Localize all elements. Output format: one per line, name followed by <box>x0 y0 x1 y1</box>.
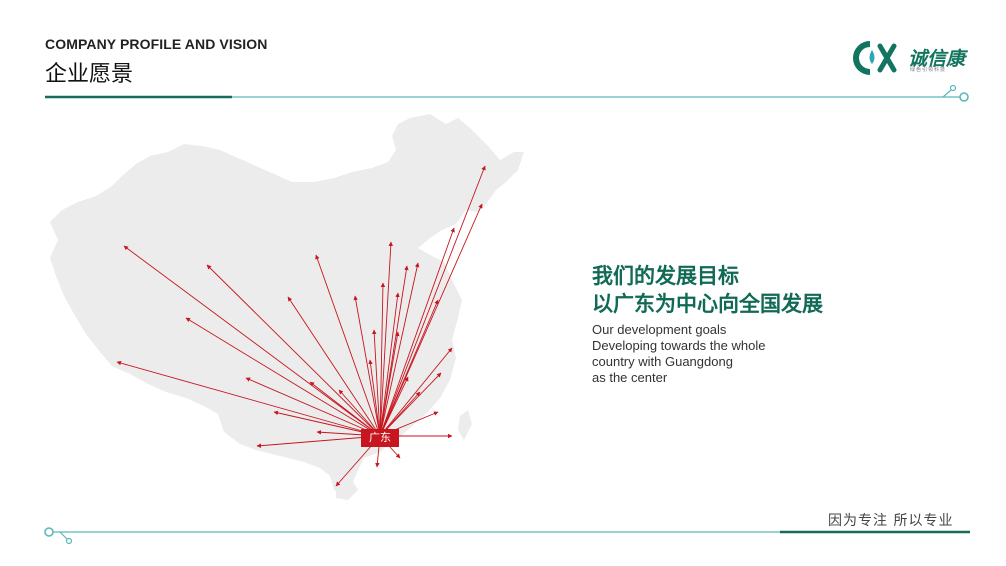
map-arrow <box>245 377 381 437</box>
map-arrow <box>379 262 420 437</box>
map-arrow <box>315 254 381 437</box>
map-arrow <box>185 317 381 437</box>
map-arrow <box>353 295 381 437</box>
footer-slogan: 因为专注 所以专业 <box>828 513 954 529</box>
company-logo <box>853 41 897 75</box>
map-arrow <box>379 372 442 437</box>
map-arrow <box>379 376 409 437</box>
description-line: Our development goals <box>592 322 727 337</box>
map-arrow <box>287 296 381 437</box>
page-title: 企业愿景 <box>45 62 134 87</box>
map-arrow <box>368 359 381 437</box>
map-arrow <box>379 292 400 437</box>
logo-subtitle: 绿色引领科技 <box>910 67 947 73</box>
map-arrow <box>371 329 381 437</box>
top-line-branch <box>942 89 952 98</box>
map-land-shape <box>50 114 524 494</box>
logo-drop-icon <box>869 50 875 64</box>
map-arrow <box>379 241 394 437</box>
headline-line-1: 我们的发展目标 <box>592 264 739 288</box>
map-arrow <box>379 299 439 437</box>
headline-line-2: 以广东为中心向全国发展 <box>592 292 823 316</box>
map-arrow <box>379 282 386 437</box>
logo-text: 诚信康 <box>908 48 966 70</box>
map-arrow <box>379 391 421 437</box>
map-arrow <box>123 245 381 437</box>
description-line: as the center <box>592 370 668 385</box>
guangdong-label: 广东 <box>361 429 399 447</box>
map-arrow <box>379 227 455 437</box>
logo-x-shape <box>877 43 897 73</box>
map-arrow <box>338 389 381 437</box>
map-arrow <box>379 203 483 437</box>
map-island-hainan <box>336 480 358 500</box>
top-branch-node <box>949 84 957 92</box>
map-arrow <box>256 435 381 448</box>
bottom-line-branch <box>59 531 68 540</box>
logo-c-shape <box>853 41 871 75</box>
map-arrow <box>379 331 400 437</box>
map-arrow <box>206 264 381 437</box>
map-arrow <box>116 360 381 437</box>
map-island-taiwan <box>458 410 472 440</box>
bottom-branch-node <box>65 537 73 545</box>
description-line: Developing towards the whole <box>592 338 766 353</box>
section-eyebrow: COMPANY PROFILE AND VISION <box>45 36 268 52</box>
map-arrow <box>309 381 381 437</box>
description-line: country with Guangdong <box>592 354 733 369</box>
description: Our development goals Developing towards… <box>592 322 822 386</box>
map-arrow <box>379 165 486 437</box>
top-line-node <box>959 92 969 102</box>
